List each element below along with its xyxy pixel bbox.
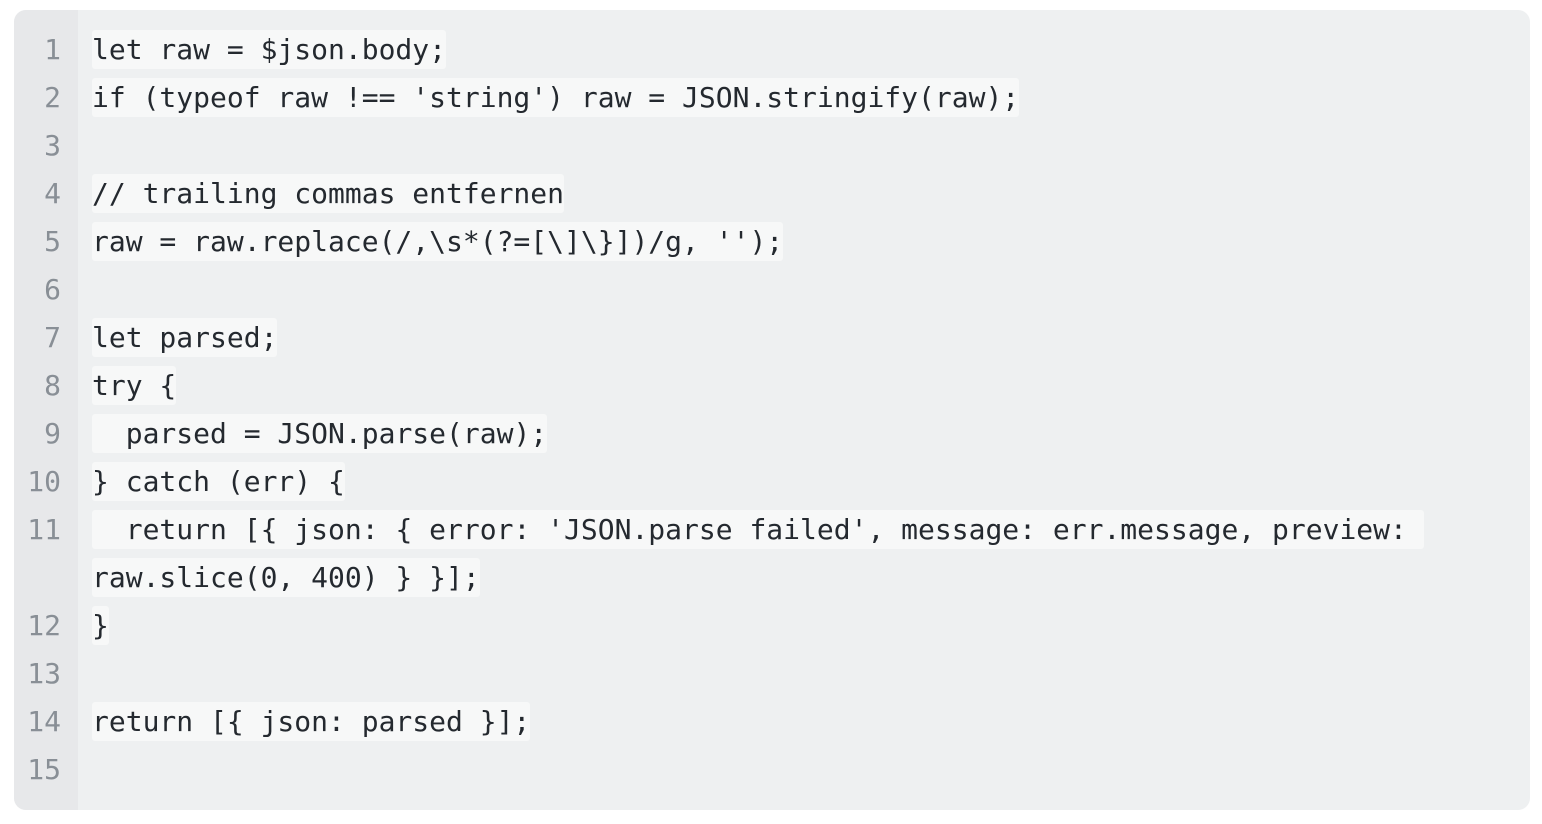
line-number: 2	[44, 81, 61, 114]
code-lines: 1 let raw = $json.body; 2 if (typeof raw !=…	[14, 10, 1530, 810]
code-line-text: try {	[92, 366, 177, 405]
code-row: 8 try {	[14, 362, 1530, 410]
code-line: raw = raw.replace(/,\s*(?=[\]\}])/g, '')…	[78, 218, 1530, 266]
code-line-text: } catch (err) {	[92, 462, 345, 501]
code-block: 1 let raw = $json.body; 2 if (typeof raw !=…	[14, 10, 1530, 810]
code-line-text: }	[92, 606, 109, 645]
code-row: 7 let parsed;	[14, 314, 1530, 362]
line-number: 10	[27, 465, 61, 498]
code-row: 11 return [{ json: { error: 'JSON.parse …	[14, 506, 1530, 602]
code-row: 14 return [{ json: parsed }];	[14, 698, 1530, 746]
line-number: 8	[44, 369, 61, 402]
code-line: if (typeof raw !== 'string') raw = JSON.…	[78, 74, 1530, 122]
code-line: }	[78, 602, 1530, 650]
code-row: 10 } catch (err) {	[14, 458, 1530, 506]
code-row: 9 parsed = JSON.parse(raw);	[14, 410, 1530, 458]
code-line-text: return [{ json: parsed }];	[92, 702, 531, 741]
line-number-gutter	[14, 10, 78, 810]
line-number: 7	[44, 321, 61, 354]
line-number: 6	[44, 273, 61, 306]
code-row: 4 // trailing commas entfernen	[14, 170, 1530, 218]
code-row: 3	[14, 122, 1530, 170]
code-row: 6	[14, 266, 1530, 314]
line-number: 9	[44, 417, 61, 450]
line-number: 3	[44, 129, 61, 162]
code-line-text: raw = raw.replace(/,\s*(?=[\]\}])/g, '')…	[92, 222, 784, 261]
code-row: 13	[14, 650, 1530, 698]
code-line-text: let parsed;	[92, 318, 278, 357]
code-line: return [{ json: parsed }];	[78, 698, 1530, 746]
line-number: 14	[27, 705, 61, 738]
code-line-text: parsed = JSON.parse(raw);	[92, 414, 548, 453]
code-row: 12}	[14, 602, 1530, 650]
code-line: let raw = $json.body;	[78, 26, 1530, 74]
code-row: 5 raw = raw.replace(/,\s*(?=[\]\}])/g, ''…	[14, 218, 1530, 266]
line-number: 15	[27, 753, 61, 786]
code-line-text: if (typeof raw !== 'string') raw = JSON.…	[92, 78, 1020, 117]
line-number: 5	[44, 225, 61, 258]
code-line-text: let raw = $json.body;	[92, 30, 447, 69]
code-row: 1 let raw = $json.body;	[14, 26, 1530, 74]
code-line	[78, 266, 1530, 314]
code-line: } catch (err) {	[78, 458, 1530, 506]
line-number: 13	[27, 657, 61, 690]
line-number: 4	[44, 177, 61, 210]
line-number: 1	[44, 33, 61, 66]
code-row: 15	[14, 746, 1530, 794]
code-line	[78, 746, 1530, 794]
line-number: 12	[27, 609, 61, 642]
code-line-text: // trailing commas entfernen	[92, 174, 565, 213]
code-line	[78, 122, 1530, 170]
line-number: 11	[27, 513, 61, 546]
code-line-text: return [{ json: { error: 'JSON.parse fai…	[92, 510, 1424, 597]
code-line: // trailing commas entfernen	[78, 170, 1530, 218]
code-line	[78, 650, 1530, 698]
code-row: 2 if (typeof raw !== 'string') raw = JSON…	[14, 74, 1530, 122]
code-line: parsed = JSON.parse(raw);	[78, 410, 1530, 458]
code-line: return [{ json: { error: 'JSON.parse fai…	[78, 506, 1530, 602]
code-line: let parsed;	[78, 314, 1530, 362]
code-line: try {	[78, 362, 1530, 410]
